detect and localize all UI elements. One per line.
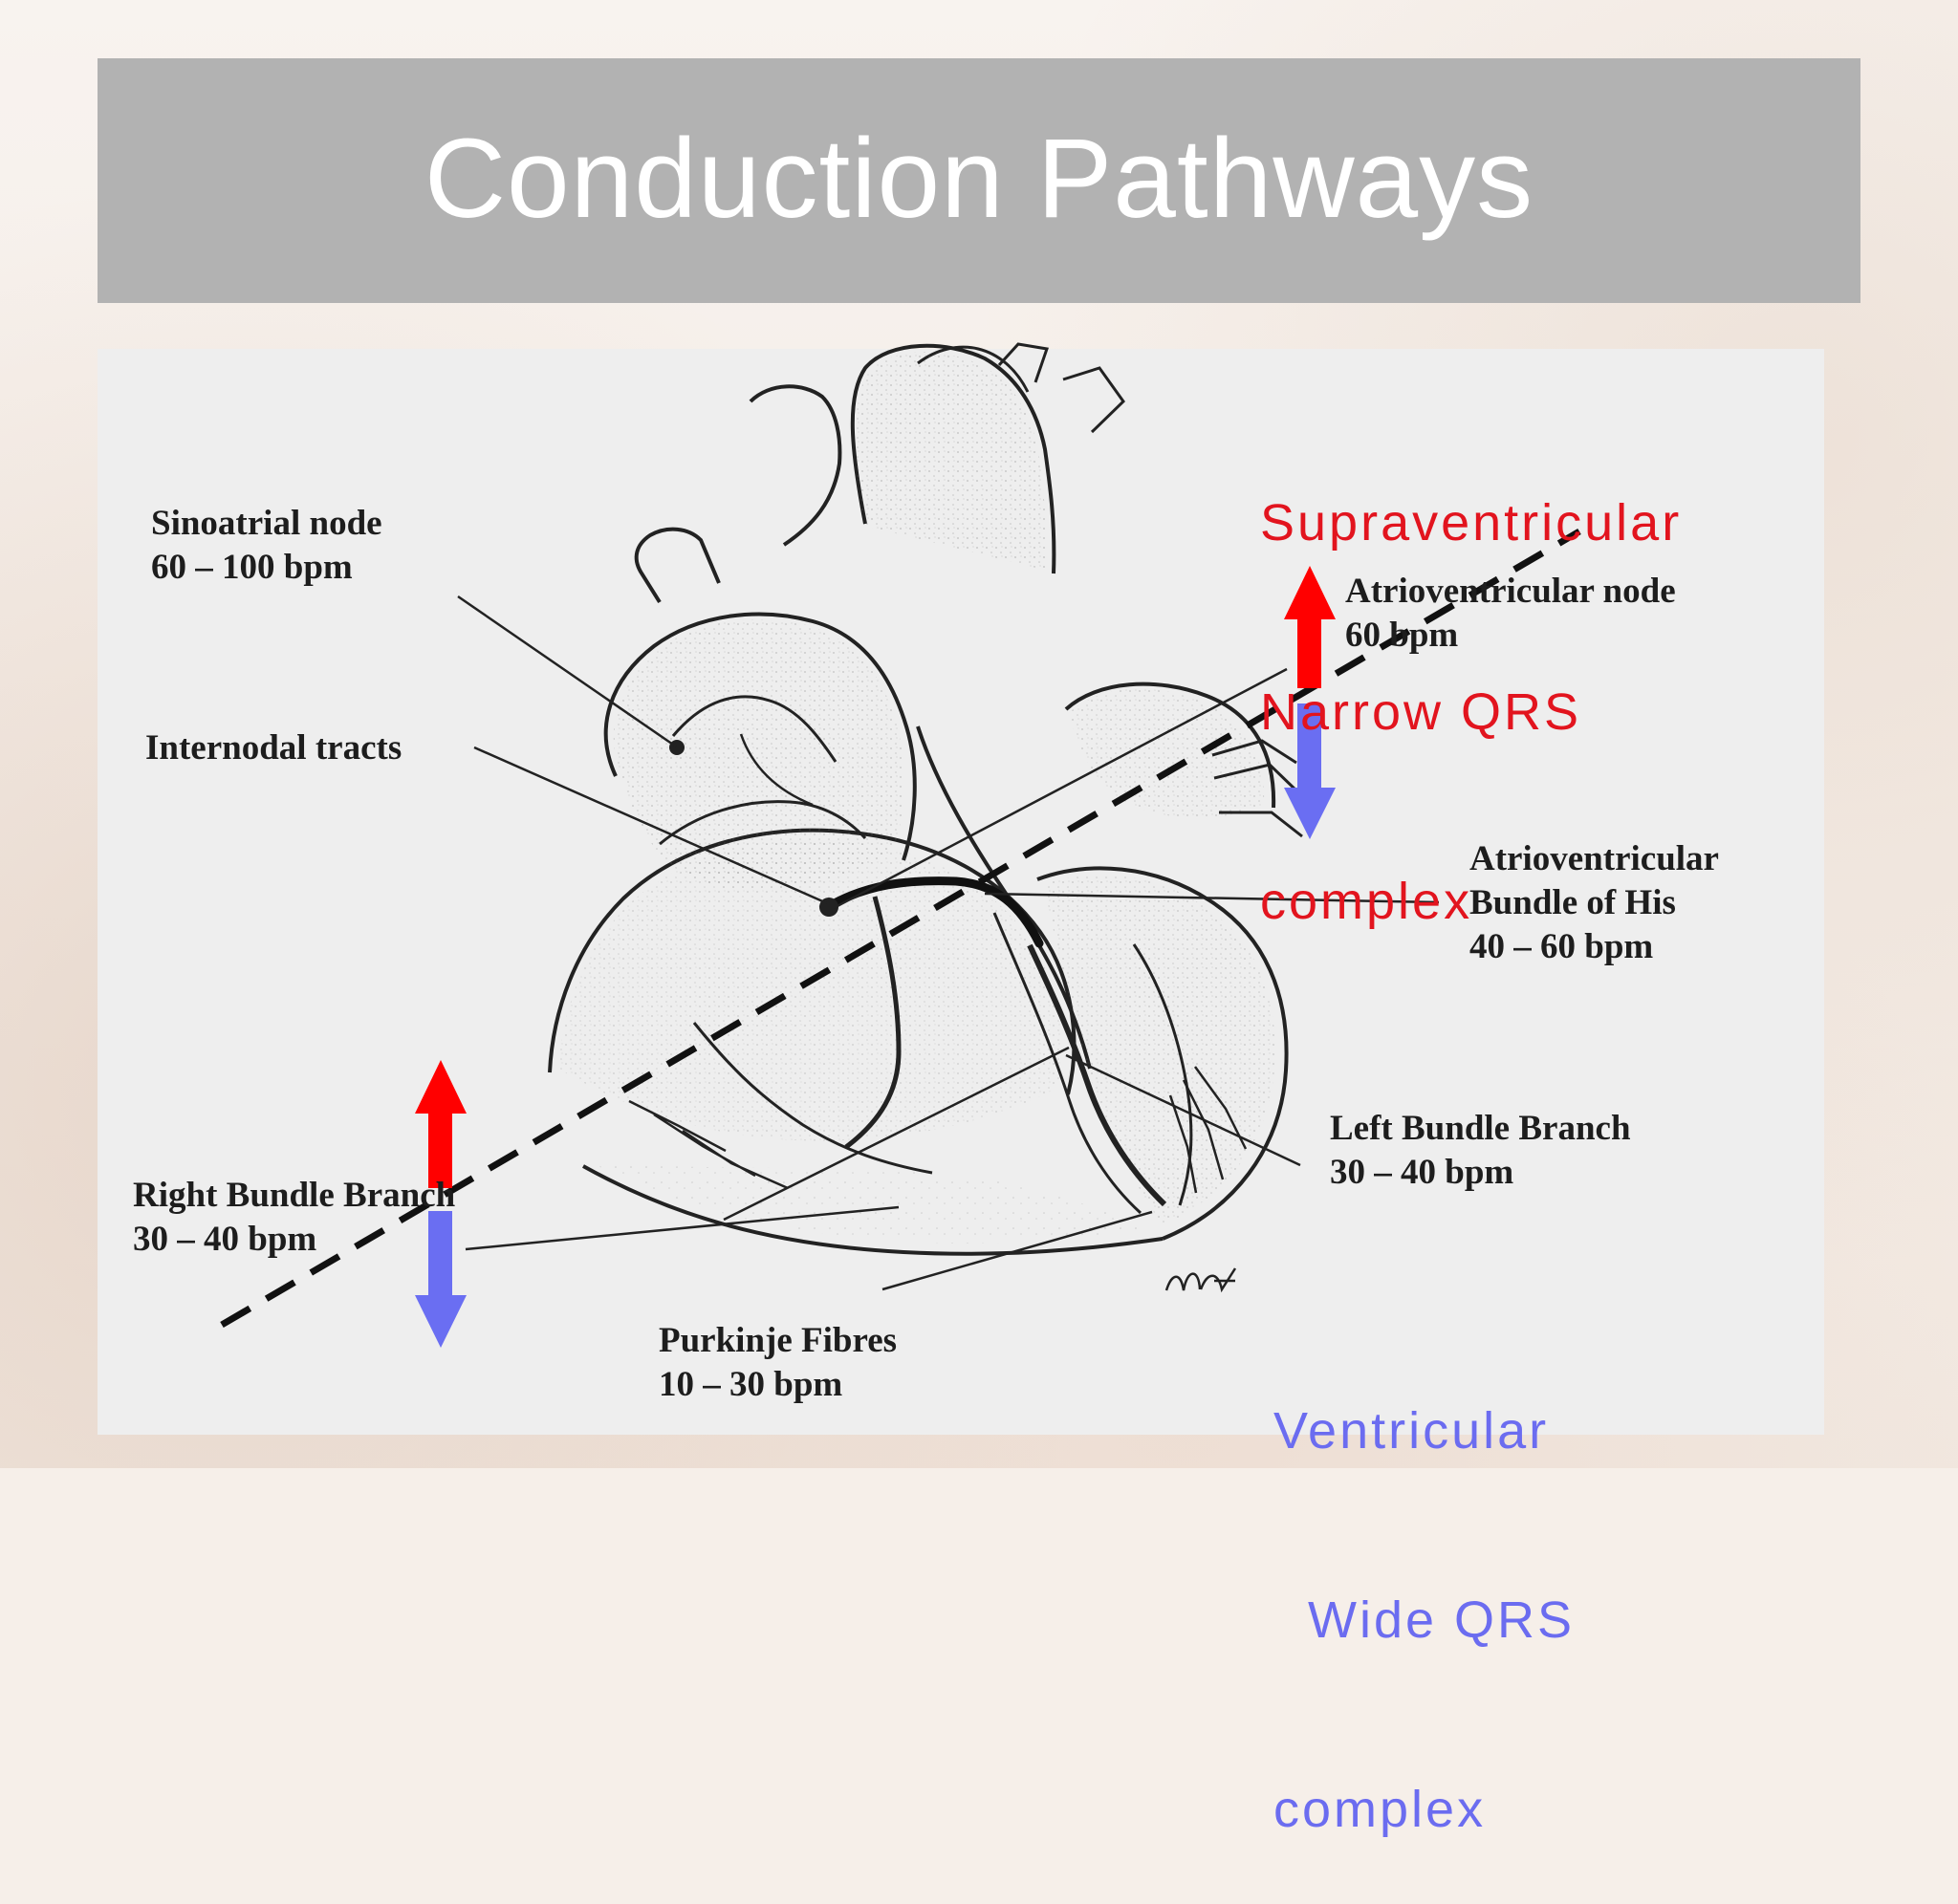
vena-cava (634, 527, 721, 604)
internodal-tract-b (659, 800, 867, 846)
left-bundle-rate: 30 – 40 bpm (1330, 1153, 1514, 1192)
heart-conduction-diagram (220, 342, 1581, 1348)
internodal-tract-c (739, 733, 814, 807)
right-bundle-name: Right Bundle Branch (133, 1176, 456, 1215)
right-atrium-outline (603, 612, 917, 861)
internodal-label: Internodal tracts (145, 726, 402, 770)
lower-arrow-up-stem (428, 1107, 452, 1188)
right-atrium-shading (613, 619, 904, 891)
leader-lines-group (457, 595, 1440, 1291)
av-node-label: Atrioventricular node 60 bpm (1345, 570, 1676, 658)
left-bundle-label: Left Bundle Branch 30 – 40 bpm (1330, 1107, 1631, 1195)
apex-outline (582, 1164, 1164, 1256)
aortic-branch-right (1062, 366, 1125, 434)
ventricular-line2: Wide QRS (1273, 1591, 1576, 1649)
left-bundle-leader (1065, 1053, 1301, 1167)
aorta-outline (850, 343, 1056, 574)
right-ventricle-shading (558, 840, 1062, 1141)
bundle-his-leader (984, 892, 1440, 904)
interior-structures-group (628, 695, 1303, 1215)
right-bundle-path (844, 896, 902, 1149)
lower-arrow-down-stem (428, 1211, 452, 1300)
left-ventricle-shading (1044, 875, 1275, 1225)
artist-signature-mark (1164, 1267, 1237, 1293)
bundle-his-line1: Atrioventricular (1469, 839, 1719, 878)
sinoatrial-name: Sinoatrial node (151, 504, 382, 543)
pulmonary-veins-right (1219, 811, 1303, 838)
sinoatrial-rate: 60 – 100 bpm (151, 548, 353, 587)
divider-dashed-line (220, 528, 1581, 1329)
artist-signature-group (1164, 1267, 1237, 1293)
purkinje-fibers-right (628, 1099, 789, 1190)
apex-shading (595, 1164, 1149, 1244)
right-bundle-leader (465, 1205, 900, 1251)
left-ventricle-outline (1036, 866, 1289, 1241)
bundle-his-line2: Bundle of His (1469, 883, 1676, 922)
purkinje-leader-b (881, 1210, 1153, 1291)
internodal-tract-a (671, 695, 838, 763)
av-node-leader (833, 667, 1288, 910)
title-bar: Conduction Pathways (98, 58, 1860, 303)
ventricular-annotation: Ventricular Wide QRS complex (1273, 1273, 1575, 1904)
left-bundle-path (1027, 943, 1167, 1207)
left-bundle-inner (992, 912, 1142, 1215)
upper-arrow-down-head (1284, 788, 1336, 839)
aorta-shading (855, 352, 1048, 571)
purkinje-name: Purkinje Fibres (659, 1321, 898, 1360)
lower-arrow-up-head (415, 1060, 467, 1114)
av-node-rate: 60 bpm (1345, 616, 1459, 655)
right-bundle-label: Right Bundle Branch 30 – 40 bpm (133, 1174, 455, 1262)
supraventricular-line2: Narrow QRS (1260, 683, 1582, 741)
pulmonary-trunk (749, 384, 842, 547)
supraventricular-line3: complex (1260, 873, 1473, 930)
upper-arrow-down-stem (1297, 703, 1321, 793)
bundle-his-label: Atrioventricular Bundle of His 40 – 60 b… (1469, 837, 1719, 969)
slide-title: Conduction Pathways (424, 116, 1534, 242)
bundle-his-rate: 40 – 60 bpm (1469, 927, 1654, 966)
heart-outline-group (548, 342, 1289, 1256)
purkinje-rate: 10 – 30 bpm (659, 1365, 843, 1404)
internodal-leader (473, 746, 828, 905)
lower-arrow-down-head (415, 1295, 467, 1348)
purkinje-label: Purkinje Fibres 10 – 30 bpm (659, 1319, 897, 1407)
lower-arrow-group (415, 1060, 467, 1348)
papillary-right (692, 1022, 933, 1175)
ventricular-line1: Ventricular (1273, 1402, 1550, 1460)
pulmonary-veins-left (1211, 739, 1300, 794)
sinoatrial-label: Sinoatrial node 60 – 100 bpm (151, 502, 382, 590)
sinoatrial-leader (457, 595, 677, 748)
supraventricular-annotation: Supraventricular Narrow QRS complex (1260, 365, 1682, 996)
heart-shading-group (558, 352, 1275, 1244)
av-node-name: Atrioventricular node (1345, 572, 1676, 611)
left-atrium-shading (1069, 688, 1265, 818)
supraventricular-line1: Supraventricular (1260, 494, 1683, 552)
ventricular-line3: complex (1273, 1781, 1487, 1838)
right-bundle-rate: 30 – 40 bpm (133, 1220, 317, 1259)
aortic-branch-left (997, 342, 1049, 383)
left-atrium-outline (1064, 682, 1276, 809)
left-bundle-name: Left Bundle Branch (1330, 1109, 1631, 1148)
upper-arrow-group (1284, 566, 1336, 839)
upper-arrow-up-head (1284, 566, 1336, 619)
internodal-name: Internodal tracts (145, 728, 402, 768)
purkinje-leader-a (723, 1046, 1070, 1222)
bundle-his-main (821, 876, 1044, 948)
